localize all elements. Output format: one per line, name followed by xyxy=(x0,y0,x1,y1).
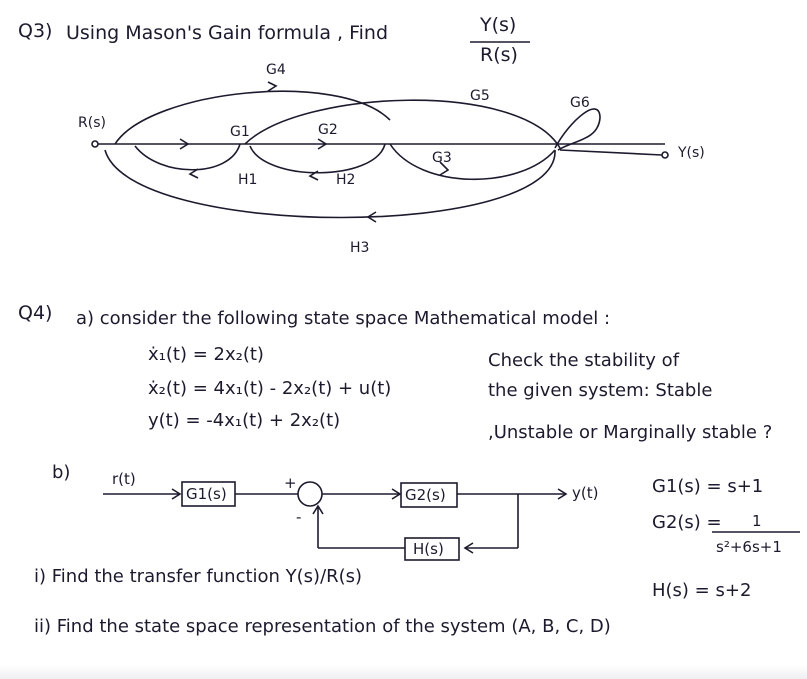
sfg-output-label: Y(s) xyxy=(678,145,705,161)
sfg-label-h1: H1 xyxy=(238,172,258,188)
g2-definition-numerator: 1 xyxy=(752,512,762,530)
sfg-branch-h3 xyxy=(104,149,556,219)
sfg-input-label: R(s) xyxy=(78,115,106,131)
g1-definition: G1(s) = s+1 xyxy=(652,476,764,497)
page-bottom-edge xyxy=(0,665,807,679)
bd-plus-sign: + xyxy=(284,474,297,492)
sfg-input-node xyxy=(91,140,99,148)
sfg-label-g5: G5 xyxy=(470,88,490,104)
q4-number: Q4) xyxy=(18,302,53,324)
q4b-label: b) xyxy=(52,462,71,483)
sfg-arrow-g4 xyxy=(267,81,278,92)
q4b-part-i: i) Find the transfer function Y(s)/R(s) xyxy=(34,566,363,587)
stability-question-line1: Check the stability of xyxy=(488,350,680,371)
sfg-arrow-h2 xyxy=(308,170,319,181)
bd-arrow-input xyxy=(171,488,182,500)
h-definition: H(s) = s+2 xyxy=(652,580,752,601)
bd-h-box xyxy=(404,537,460,561)
stability-question-line2: the given system: Stable xyxy=(488,380,713,401)
output-equation: y(t) = -4x₁(t) + 2x₂(t) xyxy=(148,410,341,431)
bd-input-label: r(t) xyxy=(112,470,136,488)
sfg-branch-g5 xyxy=(244,99,561,149)
sfg-branch-g4 xyxy=(114,90,391,145)
q3-question-text: Using Mason's Gain formula , Find xyxy=(66,22,389,44)
sfg-branch-h2 xyxy=(249,143,386,174)
sfg-label-g1: G1 xyxy=(230,124,250,140)
g2-definition-denominator: s²+6s+1 xyxy=(716,538,782,556)
sfg-branch-g6 xyxy=(554,108,601,151)
bd-g2-box xyxy=(400,482,458,508)
q3-fraction-denominator: R(s) xyxy=(480,44,518,66)
sfg-output-branch xyxy=(559,149,663,156)
sfg-label-h3: H3 xyxy=(350,240,370,256)
sfg-label-g2: G2 xyxy=(318,122,338,138)
bd-g2-label: G2(s) xyxy=(405,486,446,504)
bd-arrow-g2 xyxy=(391,488,402,500)
state-equation-1: ẋ₁(t) = 2x₂(t) xyxy=(148,344,264,365)
q4a-question-text: a) consider the following state space Ma… xyxy=(76,308,611,329)
q4b-part-ii: ii) Find the state space representation … xyxy=(34,616,611,637)
sfg-arrow-h1 xyxy=(188,168,199,179)
sfg-output-node xyxy=(661,151,669,159)
sfg-label-g4: G4 xyxy=(266,62,286,78)
bd-summing-junction xyxy=(297,481,323,507)
sfg-arrow-g1 xyxy=(179,138,190,150)
q3-number: Q3) xyxy=(18,20,53,42)
sfg-branch-h1 xyxy=(134,143,241,171)
sfg-arrow-h3 xyxy=(366,211,377,223)
q3-fraction-numerator: Y(s) xyxy=(480,14,517,36)
sfg-arrow-g3 xyxy=(439,161,450,176)
sfg-label-g3: G3 xyxy=(432,150,452,166)
stability-question-line3: ,Unstable or Marginally stable ? xyxy=(488,422,773,443)
sfg-label-g6: G6 xyxy=(570,95,590,111)
sfg-branch-g3 xyxy=(389,143,556,181)
bd-arrow-h xyxy=(463,542,474,554)
bd-arrow-sum xyxy=(312,504,324,515)
bd-output-label: y(t) xyxy=(572,484,599,502)
g2-definition-lhs: G2(s) = xyxy=(652,512,722,533)
bd-h-label: H(s) xyxy=(413,540,444,558)
bd-arrow-output xyxy=(557,488,568,500)
bd-minus-sign: - xyxy=(296,508,302,526)
state-equation-2: ẋ₂(t) = 4x₁(t) - 2x₂(t) + u(t) xyxy=(148,378,392,399)
sfg-label-h2: H2 xyxy=(336,172,356,188)
sfg-arrow-g2 xyxy=(317,138,328,150)
bd-g1-label: G1(s) xyxy=(186,485,227,503)
